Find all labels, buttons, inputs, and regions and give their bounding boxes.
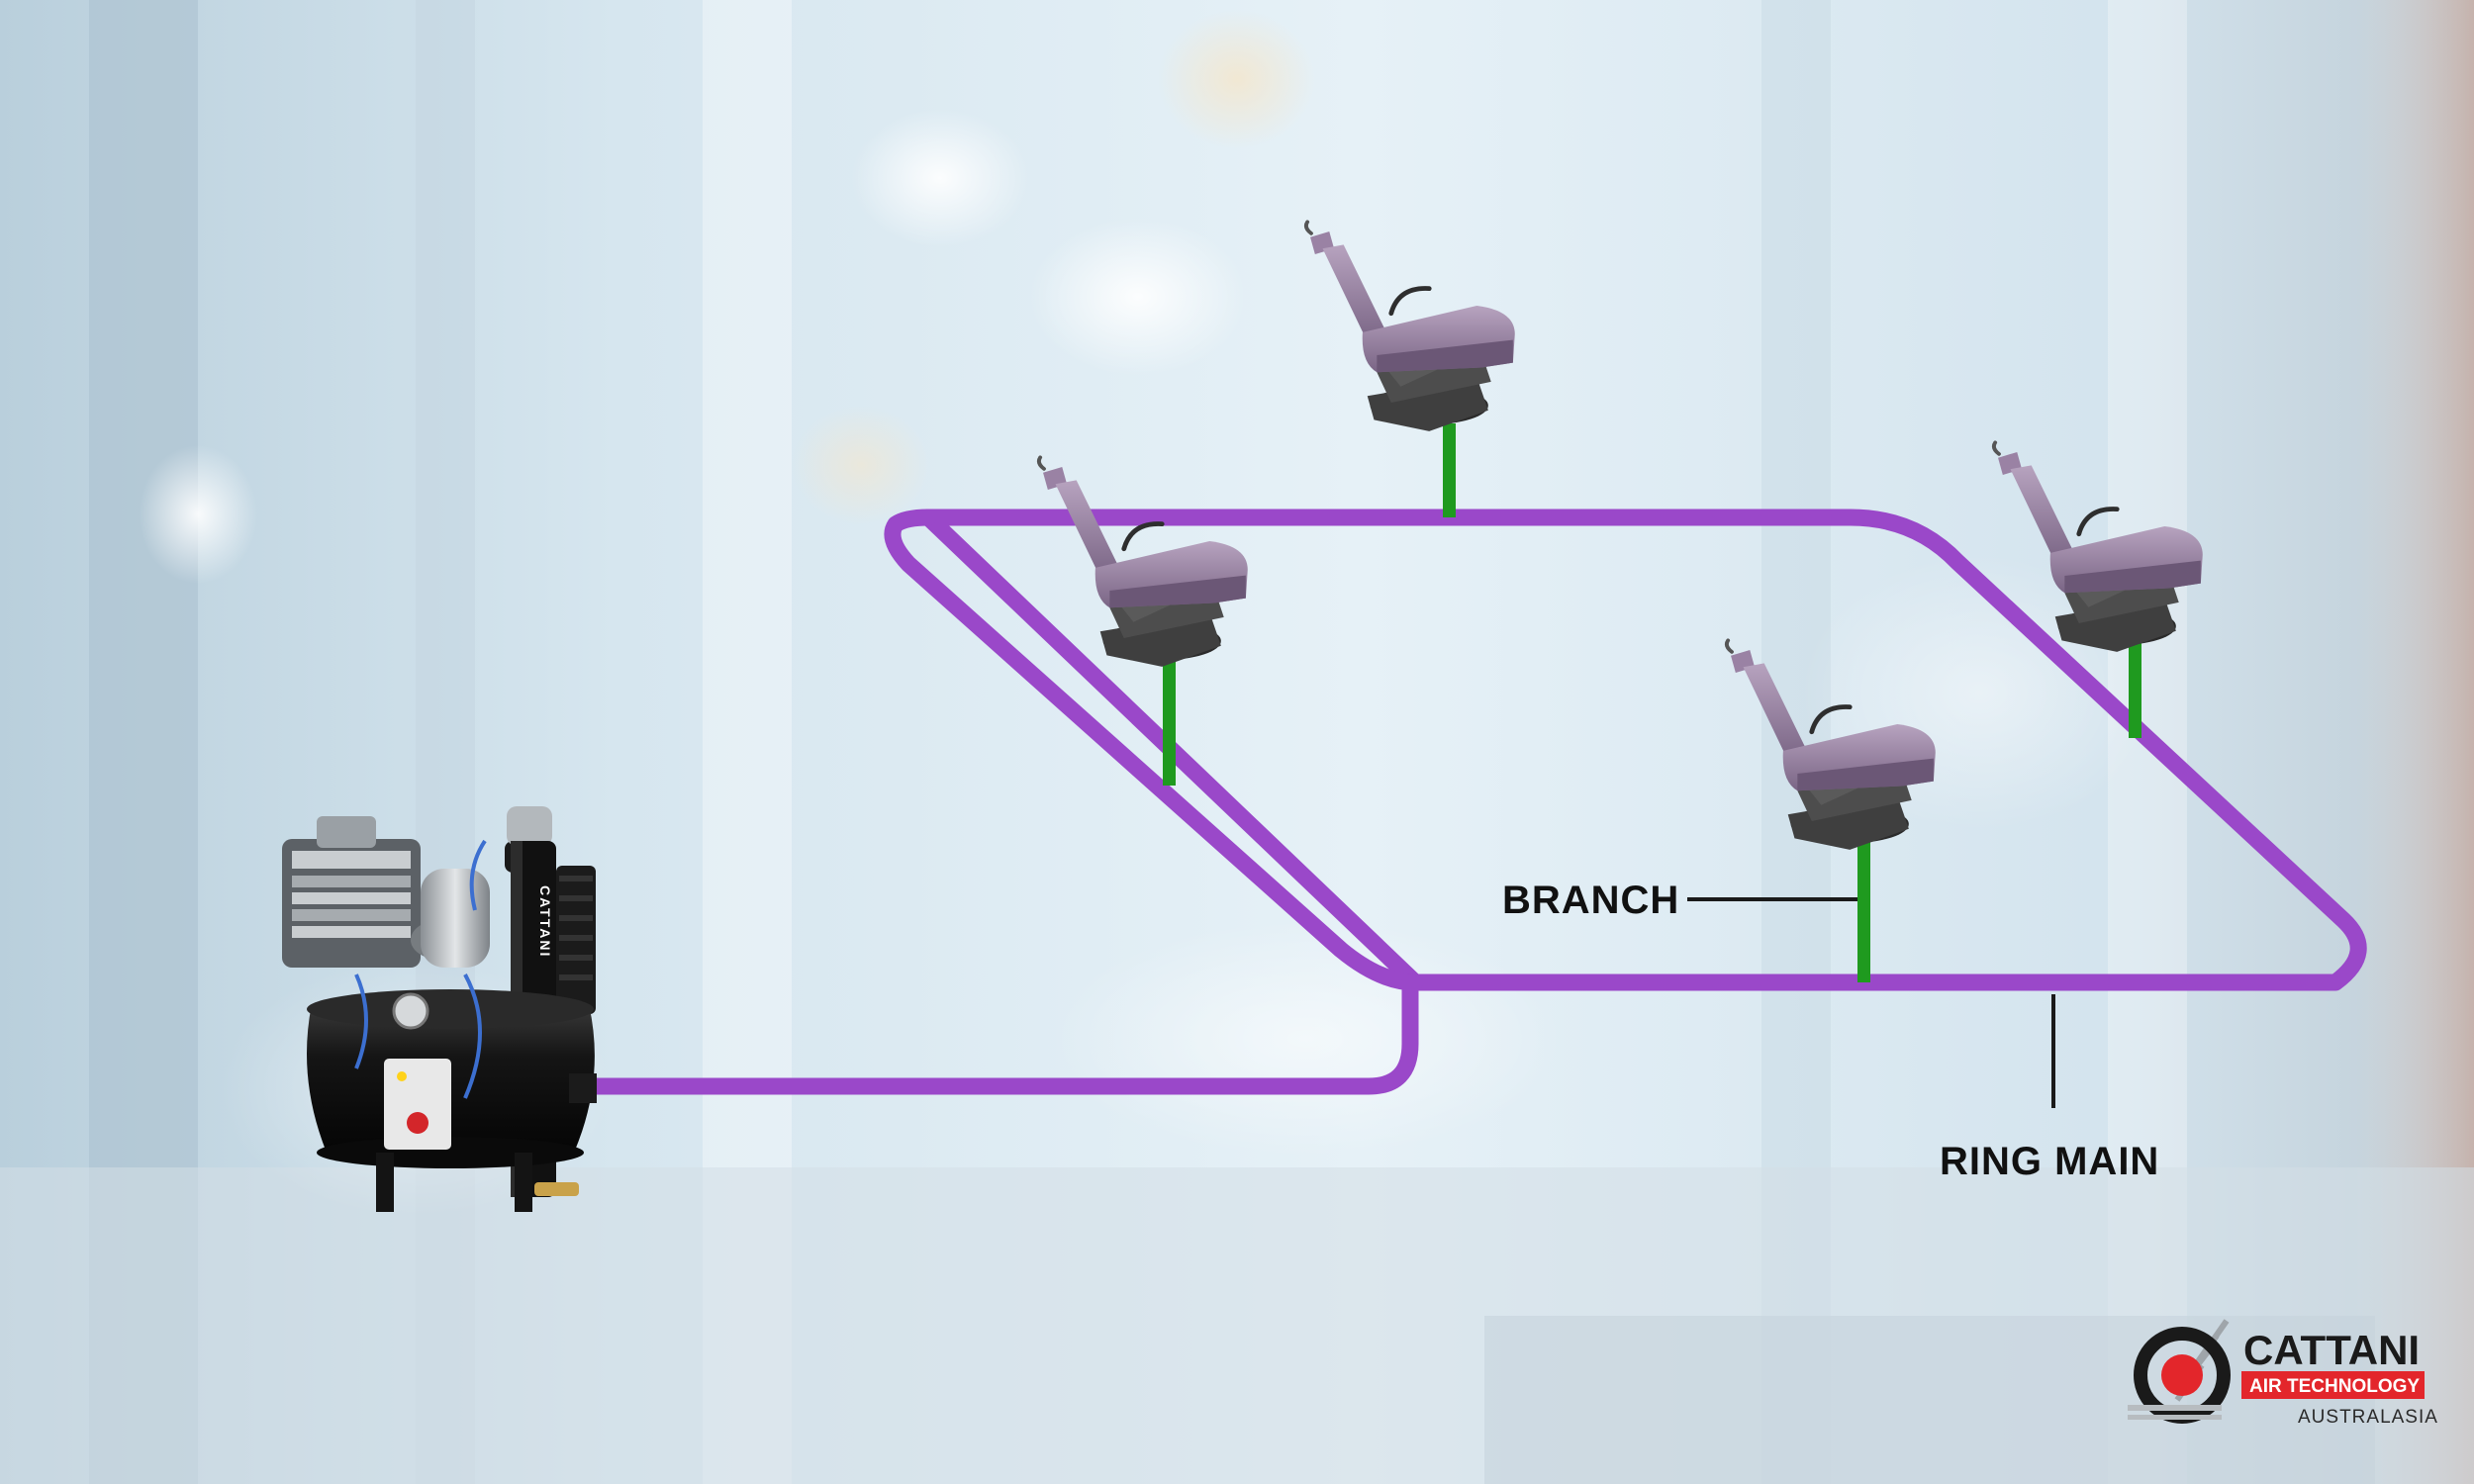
cattani-logo: CATTANI AIR TECHNOLOGY AUSTRALASIA xyxy=(2128,1319,2438,1428)
logo-region-text: AUSTRALASIA xyxy=(2298,1407,2438,1428)
branch-pipe xyxy=(2129,641,2141,738)
branch-label: BRANCH xyxy=(1502,879,1857,922)
logo-brand-text: CATTANI xyxy=(2243,1327,2420,1373)
branch-label-text: BRANCH xyxy=(1502,879,1679,922)
branch-pipe xyxy=(1857,834,1870,982)
compressor-icon: CATTANI xyxy=(282,806,597,1212)
cattani-logo-icon xyxy=(2128,1319,2231,1424)
logo-tagline-bar xyxy=(2241,1371,2425,1399)
supply-pipe xyxy=(585,974,1419,1095)
branch-pipe xyxy=(1443,423,1456,517)
ring-main-left-side xyxy=(884,509,1424,991)
branch-pipes xyxy=(1163,423,2141,982)
ring-main-pipe xyxy=(919,509,2367,991)
ring-main-label: RING MAIN xyxy=(1940,994,2159,1183)
ring-main-label-text: RING MAIN xyxy=(1940,1140,2159,1183)
branch-pipe xyxy=(1163,655,1176,786)
compressor-brand-text: CATTANI xyxy=(537,885,553,958)
logo-tagline-text: AIR TECHNOLOGY xyxy=(2249,1376,2420,1397)
